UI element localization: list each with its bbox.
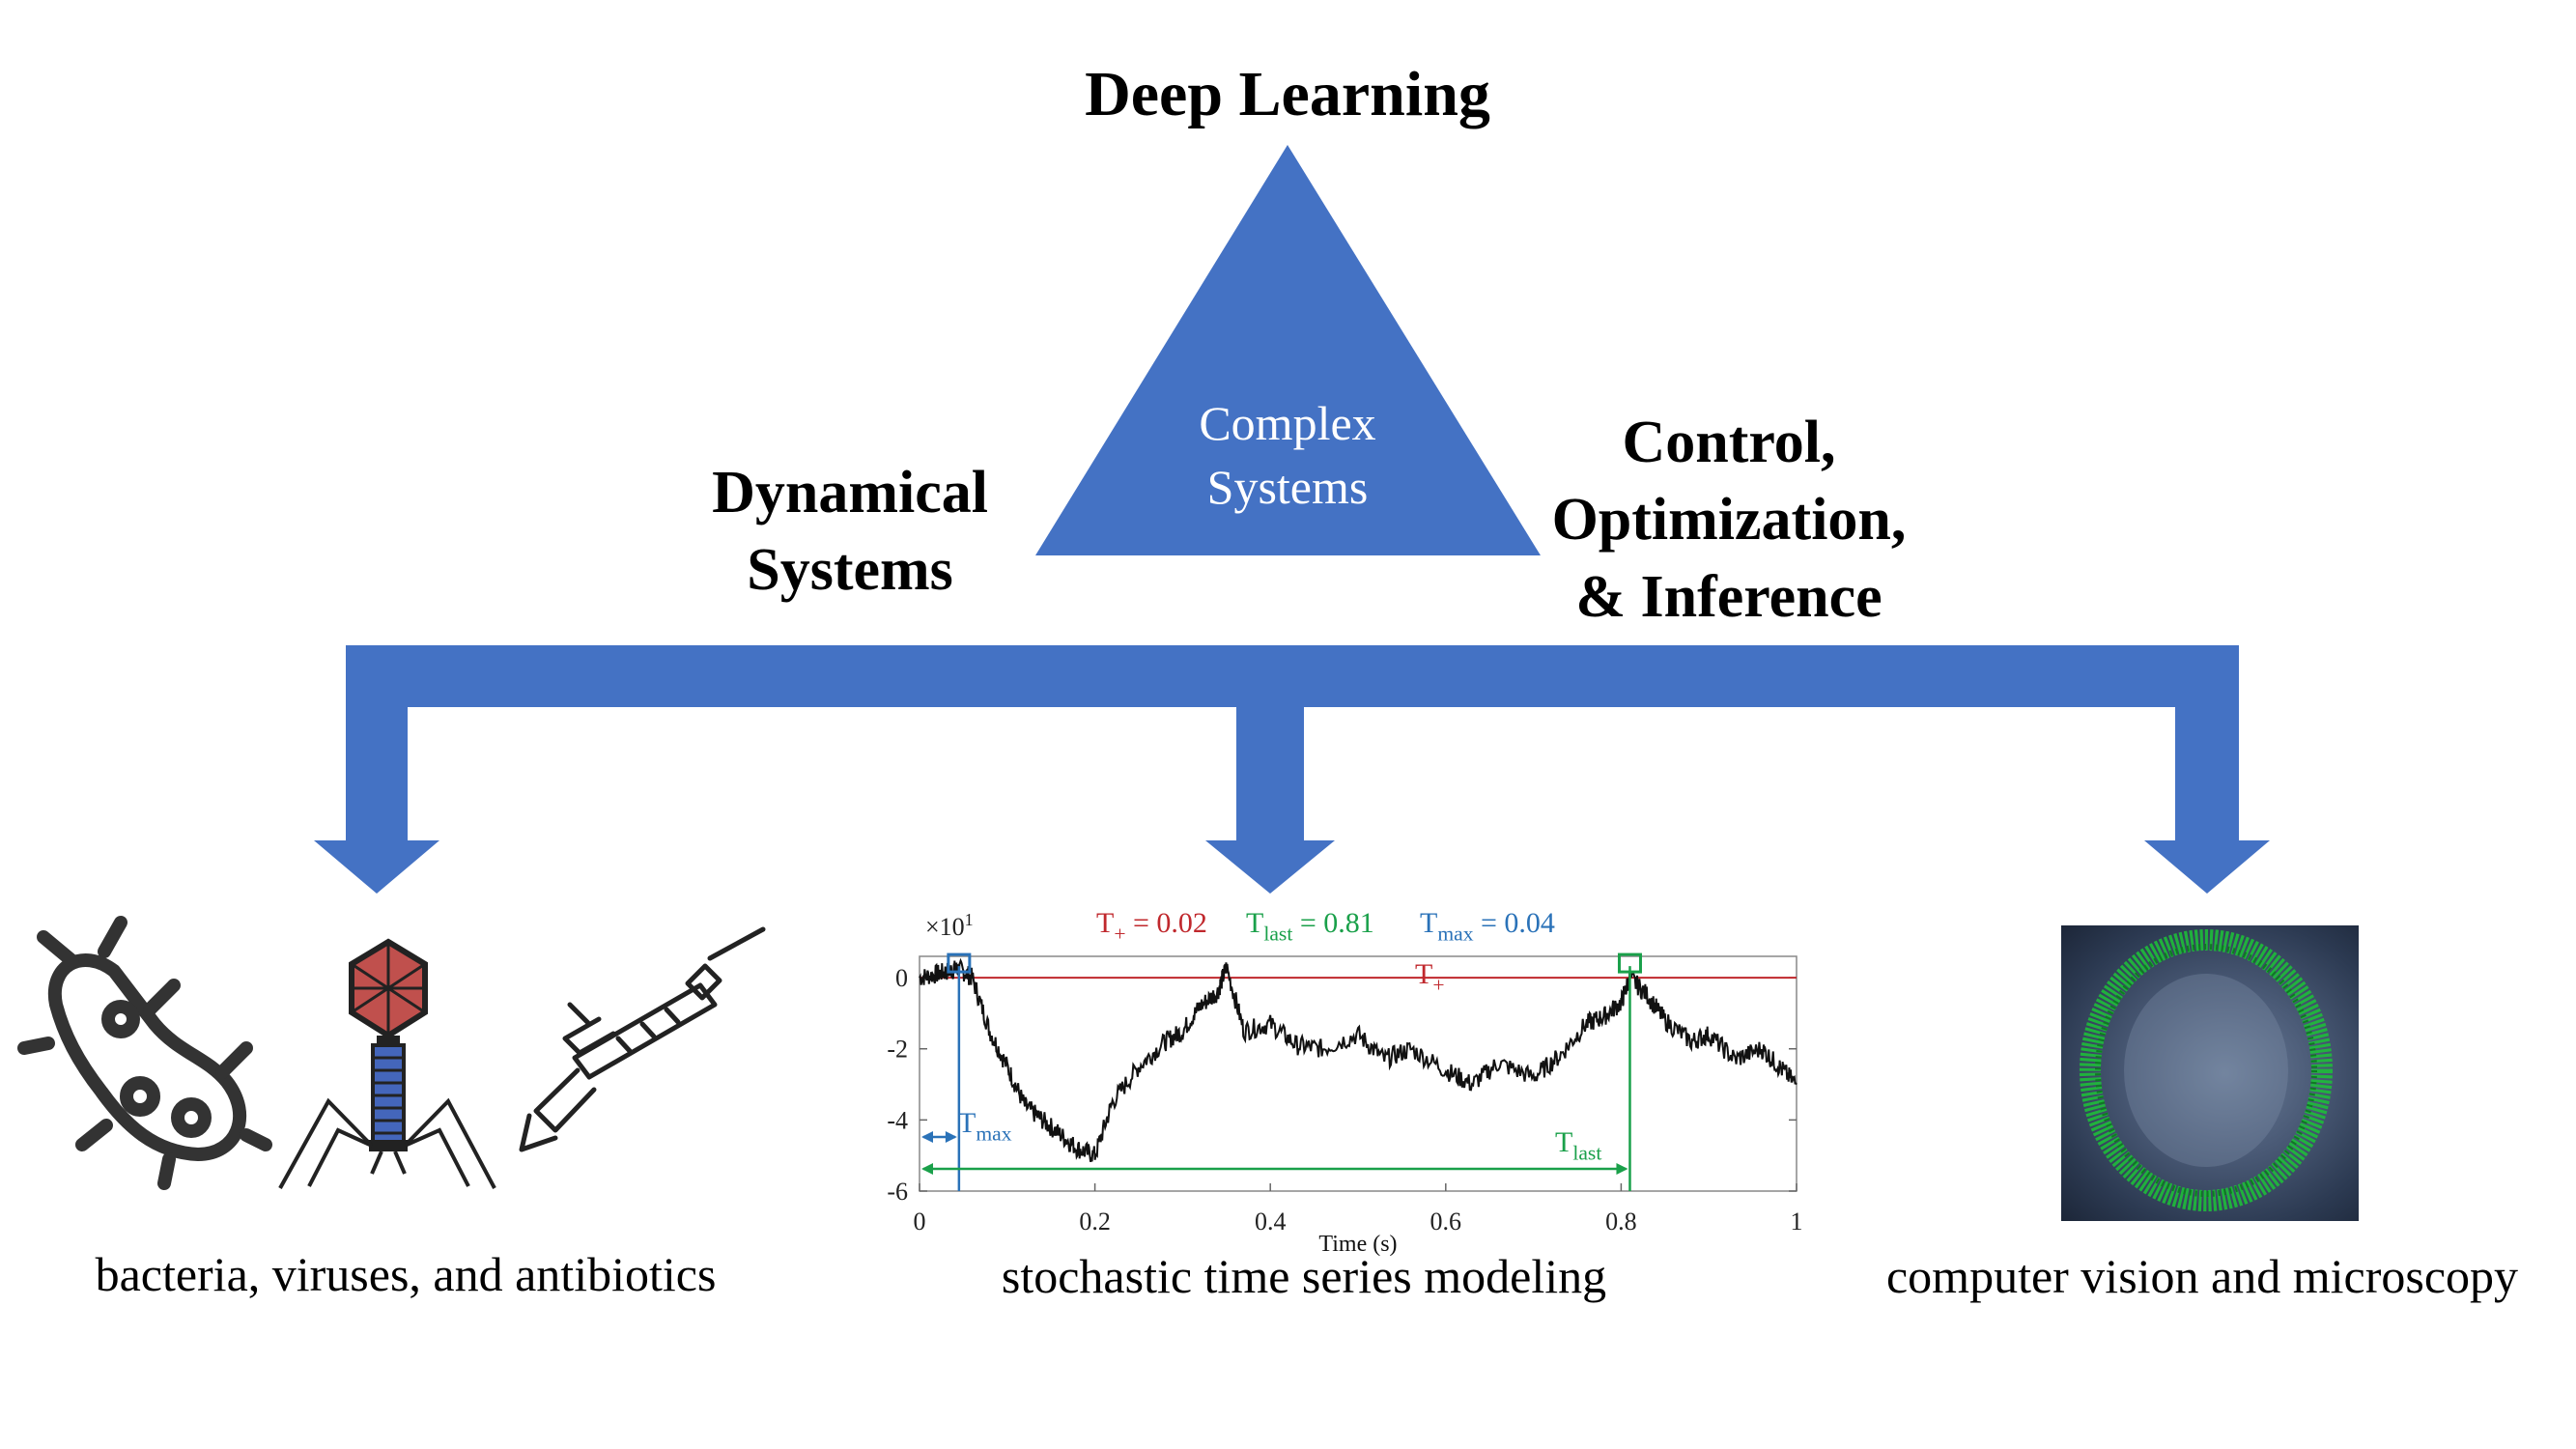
threshold-label: T+ bbox=[1415, 958, 1445, 996]
syringe-icon bbox=[519, 926, 766, 1152]
x-tick-label: 0.4 bbox=[1255, 1208, 1287, 1236]
complex-systems-label: Complex Systems bbox=[1094, 391, 1481, 519]
marker-box-max bbox=[947, 952, 972, 974]
y-tick-label: -6 bbox=[887, 1178, 908, 1206]
y-tick-label: -4 bbox=[887, 1106, 908, 1134]
deep-learning-label: Deep Learning bbox=[1085, 59, 1490, 129]
right-label-line3: & Inference bbox=[1575, 564, 1882, 630]
caption-computer-vision: computer vision and microscopy bbox=[1885, 1249, 2519, 1303]
dynamical-systems-label: Dynamical Systems bbox=[657, 454, 1043, 609]
marker-arrow-right-last bbox=[1616, 1163, 1628, 1175]
stat-+: T+ = 0.02 bbox=[1096, 907, 1207, 945]
x-tick-label: 0.2 bbox=[1079, 1208, 1111, 1236]
center-label-line2: Systems bbox=[1206, 460, 1369, 514]
bacteriophage-icon bbox=[278, 938, 496, 1189]
x-axis-label: Time (s) bbox=[1318, 1232, 1397, 1257]
right-label-line1: Control, bbox=[1622, 410, 1836, 475]
stat-last: Tlast = 0.81 bbox=[1246, 907, 1374, 945]
tlast-label: Tlast bbox=[1555, 1126, 1601, 1164]
microscopy-image bbox=[2061, 925, 2359, 1221]
complex-systems-triangle bbox=[1035, 145, 1541, 555]
stat-max: Tmax = 0.04 bbox=[1420, 907, 1555, 945]
caption-time-series: stochastic time series modeling bbox=[1001, 1249, 1607, 1303]
right-label-line2: Optimization, bbox=[1551, 487, 1907, 553]
tmax-label: Tmax bbox=[958, 1107, 1012, 1145]
marker-arrow-right-max bbox=[945, 1131, 957, 1143]
left-label-line2: Systems bbox=[747, 537, 953, 603]
marker-arrow-left-last bbox=[921, 1163, 933, 1175]
marker-arrow-left-max bbox=[921, 1131, 933, 1143]
chart-frame bbox=[919, 955, 1798, 1192]
microscopy-overlay bbox=[2080, 929, 2333, 1211]
y-tick-label: -2 bbox=[887, 1036, 908, 1064]
x-tick-label: 0.8 bbox=[1605, 1208, 1637, 1236]
x-tick-label: 0.6 bbox=[1430, 1208, 1462, 1236]
left-label-line1: Dynamical bbox=[712, 460, 988, 526]
bacterium-icon bbox=[17, 916, 272, 1190]
caption-bacteria: bacteria, viruses, and antibiotics bbox=[95, 1247, 717, 1301]
series-line bbox=[919, 957, 1798, 1163]
branch-connector bbox=[314, 645, 2270, 894]
y-tick-label: 0 bbox=[895, 964, 908, 992]
center-label-line1: Complex bbox=[1199, 396, 1376, 450]
y-multiplier: ×101 bbox=[925, 910, 974, 941]
x-tick-label: 1 bbox=[1791, 1208, 1803, 1236]
x-tick-label: 0 bbox=[914, 1208, 926, 1236]
control-optimization-label: Control, Optimization, & Inference bbox=[1478, 404, 1980, 636]
marker-box-last bbox=[1617, 952, 1642, 974]
